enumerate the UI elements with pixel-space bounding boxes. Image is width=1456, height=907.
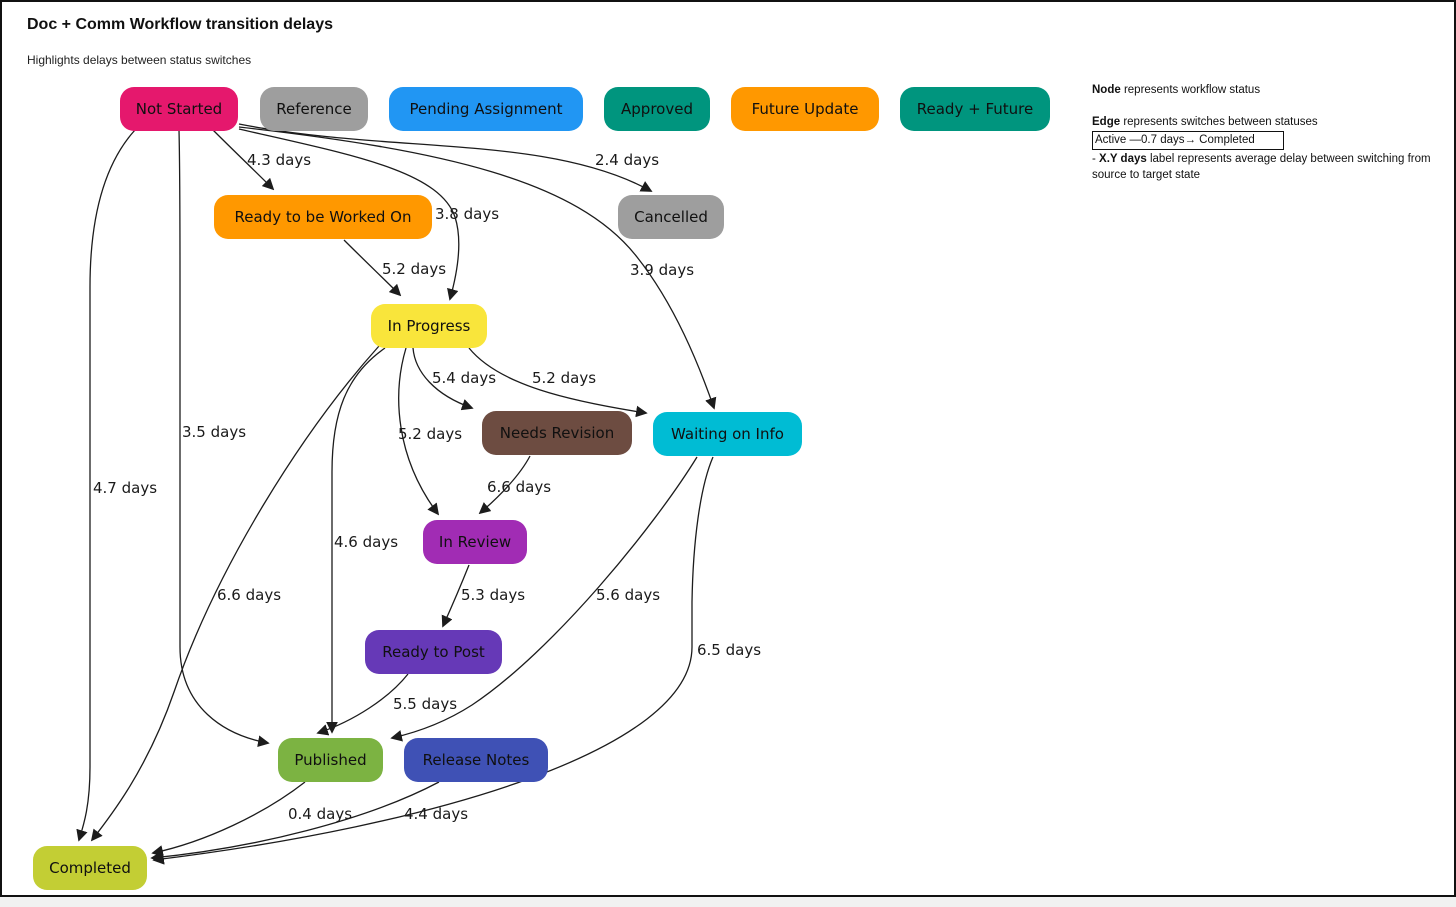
edge-label-in-progress-to-completed: 6.6 days (216, 586, 282, 604)
edge-in-progress-to-waiting-info (468, 347, 648, 418)
edge-label-in-progress-to-published: 4.6 days (333, 533, 399, 551)
legend-node-line: Node represents workflow status (1092, 84, 1261, 96)
edge-label-waiting-info-to-published: 5.6 days (595, 586, 661, 604)
node-in-progress: In Progress (371, 304, 487, 348)
node-pending-assignment: Pending Assignment (389, 87, 583, 131)
edge-label-ready-worked-to-in-progress: 5.2 days (381, 260, 447, 278)
edge-ready-post-to-published (316, 673, 409, 736)
node-completed: Completed (33, 846, 147, 890)
legend-edge-line: Edge represents switches between statuse… (1092, 116, 1318, 128)
edge-label-ready-post-to-published: 5.5 days (392, 695, 458, 713)
page-subtitle: Highlights delays between status switche… (27, 53, 252, 67)
legend-delay-line: - X.Y days label represents average dela… (1092, 153, 1431, 181)
node-cancelled: Cancelled (618, 195, 724, 239)
edge-label-release-notes-to-completed: 4.4 days (403, 805, 469, 823)
node-waiting-info: Waiting on Info (653, 412, 802, 456)
edge-label-in-progress-to-waiting-info: 5.2 days (531, 369, 597, 387)
edge-in-review-to-ready-post (441, 564, 470, 628)
edge-in-progress-to-needs-revision (412, 347, 474, 411)
node-ready-post: Ready to Post (365, 630, 502, 674)
edge-in-progress-to-published (326, 347, 386, 734)
edge-release-notes-to-completed (150, 781, 440, 863)
edge-label-not-started-to-cancelled: 2.4 days (594, 151, 660, 169)
edge-label-not-started-to-ready-worked: 4.3 days (246, 151, 312, 169)
node-not-started: Not Started (120, 87, 238, 131)
page-title: Doc + Comm Workflow transition delays (27, 16, 333, 33)
edge-not-started-to-waiting-info (238, 126, 717, 410)
edge-label-in-review-to-ready-post: 5.3 days (460, 586, 526, 604)
node-published: Published (278, 738, 383, 782)
node-reference: Reference (260, 87, 368, 131)
edge-not-started-to-cancelled (238, 123, 653, 192)
edge-not-started-to-in-progress (238, 128, 460, 301)
node-release-notes: Release Notes (404, 738, 548, 782)
edge-label-in-progress-to-needs-revision: 5.4 days (431, 369, 497, 387)
node-needs-revision: Needs Revision (482, 411, 632, 455)
edge-not-started-to-completed (76, 129, 136, 842)
edge-in-progress-to-in-review (398, 347, 440, 516)
node-future-update: Future Update (731, 87, 879, 131)
edge-label-published-to-completed: 0.4 days (287, 805, 353, 823)
edge-not-started-to-ready-worked (212, 129, 275, 191)
edge-not-started-to-published (178, 129, 270, 747)
legend: Node represents workflow status Edge rep… (1092, 82, 1437, 183)
edge-label-not-started-to-published: 3.5 days (181, 423, 247, 441)
node-in-review: In Review (423, 520, 527, 564)
edge-waiting-info-to-completed (152, 456, 714, 865)
edge-label-not-started-to-waiting-info: 3.9 days (629, 261, 695, 279)
edge-label-in-progress-to-in-review: 5.2 days (397, 425, 463, 443)
edge-in-progress-to-completed (90, 345, 380, 842)
edge-needs-revision-to-in-review (478, 455, 531, 515)
edge-label-needs-revision-to-in-review: 6.6 days (486, 478, 552, 496)
node-ready-future: Ready + Future (900, 87, 1050, 131)
edge-label-not-started-to-in-progress: 3.8 days (434, 205, 500, 223)
edge-label-not-started-to-completed: 4.7 days (92, 479, 158, 497)
node-approved: Approved (604, 87, 710, 131)
edge-published-to-completed (151, 781, 306, 857)
edge-label-waiting-info-to-completed: 6.5 days (696, 641, 762, 659)
edge-waiting-info-to-published (390, 456, 698, 742)
edge-ready-worked-to-in-progress (343, 239, 402, 297)
node-ready-worked: Ready to be Worked On (214, 195, 432, 239)
legend-example-box: Active —0.7 days→ Completed (1092, 131, 1284, 150)
